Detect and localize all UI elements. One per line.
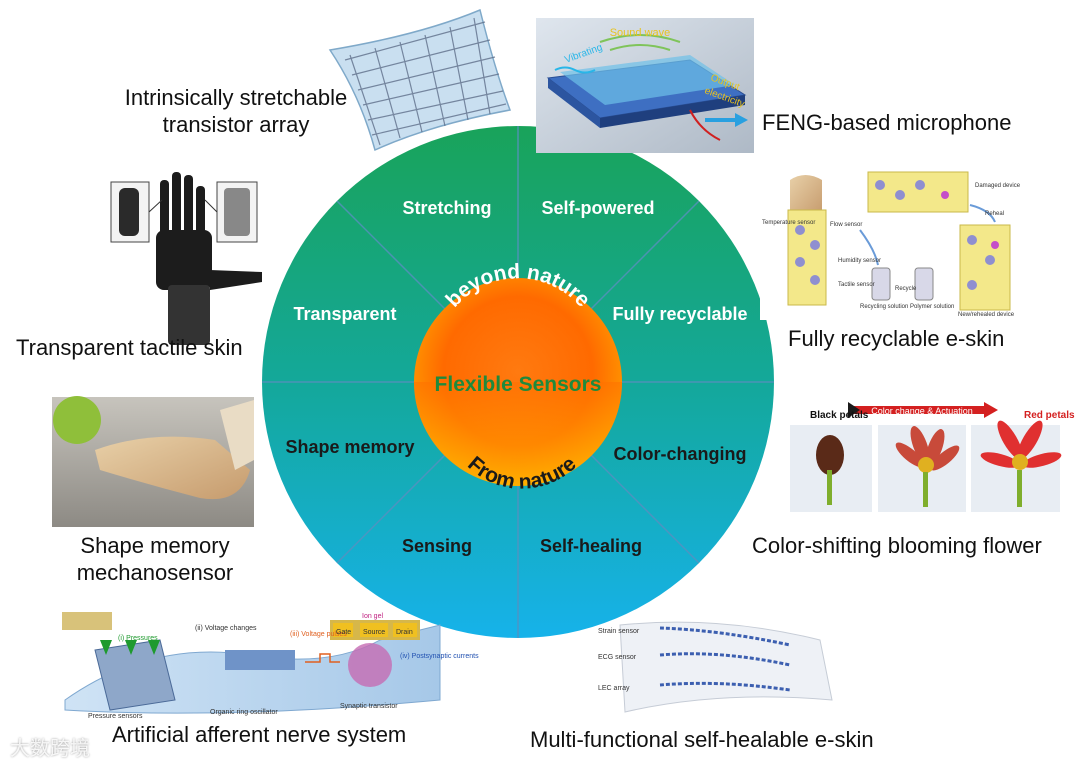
- heal-lec-label: LEC array: [598, 685, 630, 692]
- caption-stretchable-line2: transistor array: [162, 112, 310, 137]
- microphone-figure: Sound wave Vibrating Output electricity: [536, 18, 754, 153]
- transistor-array-figure: [328, 8, 512, 152]
- shape-memory-figure: [52, 396, 254, 527]
- segment-shape-memory: Shape memory: [285, 437, 414, 457]
- nerve-postsynaptic-label: (iv) Postsynaptic currents: [400, 653, 479, 660]
- nerve-ion-gel-label: Ion gel: [362, 613, 383, 620]
- flower-red-label: Red petals: [1024, 410, 1075, 421]
- nerve-synaptic-label: Synaptic transistor: [340, 703, 398, 710]
- recycle-tactile-label: Tactile sensor: [838, 282, 875, 288]
- flower-figure: Color change & Actuation Black petals Re…: [786, 400, 1075, 512]
- recyclable-skin-figure: Damaged device Reheal Temperature sensor…: [760, 168, 1035, 320]
- caption-stretchable: Intrinsically stretchable transistor arr…: [110, 84, 362, 138]
- segment-self-powered: Self-powered: [541, 198, 654, 218]
- segment-self-healing: Self-healing: [540, 536, 642, 556]
- segment-transparent: Transparent: [293, 304, 396, 324]
- segment-stretching: Stretching: [402, 198, 491, 218]
- caption-stretchable-line1: Intrinsically stretchable: [124, 85, 348, 110]
- caption-recyclable: Fully recyclable e-skin: [788, 326, 1005, 351]
- nerve-voltage-pulses-label: (iii) Voltage pulses: [290, 631, 347, 638]
- heal-ecg-label: ECG sensor: [598, 654, 637, 661]
- recycle-temperature-label: Temperature sensor: [762, 220, 815, 226]
- segment-sensing: Sensing: [402, 536, 472, 556]
- caption-tactile: Transparent tactile skin: [16, 335, 243, 360]
- segment-fully-recyclable: Fully recyclable: [612, 304, 747, 324]
- recycle-polymer-label: Polymer solution: [910, 304, 954, 310]
- nerve-voltage-changes-label: (ii) Voltage changes: [195, 625, 257, 632]
- caption-healable: Multi-functional self-healable e-skin: [530, 727, 874, 752]
- flower-arrow-label: Color change & Actuation: [871, 406, 973, 416]
- mic-sound-wave-label: Sound wave: [610, 27, 671, 39]
- caption-flower: Color-shifting blooming flower: [752, 533, 1042, 558]
- nerve-figure: (i) Pressures (ii) Voltage changes (iii)…: [62, 612, 479, 720]
- recycle-flow-label: Flow sensor: [830, 222, 862, 228]
- nerve-drain-label: Drain: [396, 629, 413, 636]
- caption-shape-memory-line1: Shape memory: [80, 533, 230, 558]
- nerve-oscillator-label: Organic ring oscillator: [210, 709, 278, 716]
- heal-strain-label: Strain sensor: [598, 628, 640, 635]
- nerve-gate-label: Gate: [336, 629, 351, 636]
- healable-skin-figure: Strain sensor ECG sensor LEC array: [598, 621, 833, 713]
- recycle-damaged-label: Damaged device: [975, 183, 1021, 189]
- caption-microphone: FENG-based microphone: [762, 110, 1012, 135]
- recycle-humidity-label: Humidity sensor: [838, 258, 881, 264]
- nerve-source-label: Source: [363, 629, 385, 636]
- flower-black-label: Black petals: [810, 410, 869, 421]
- recycle-solution-label: Recycling solution: [860, 304, 908, 310]
- robot-hand-figure: [110, 172, 262, 345]
- recycle-recycle-label: Recycle: [895, 286, 917, 292]
- recycle-reheal-label: Reheal: [985, 211, 1004, 217]
- caption-shape-memory: Shape memory mechanosensor: [45, 532, 265, 586]
- caption-nerve: Artificial afferent nerve system: [112, 722, 407, 747]
- watermark: 大数跨境: [10, 736, 90, 760]
- core-title: Flexible Sensors: [435, 373, 602, 396]
- segment-color-changing: Color-changing: [614, 444, 747, 464]
- recycle-new-label: New/rehealed device: [958, 312, 1015, 318]
- segment-labels: Stretching Self-powered Transparent Full…: [285, 198, 747, 556]
- nerve-pressure-sensors-label: Pressure sensors: [88, 713, 143, 720]
- caption-shape-memory-line2: mechanosensor: [76, 560, 234, 585]
- nerve-pressures-label: (i) Pressures: [118, 635, 158, 642]
